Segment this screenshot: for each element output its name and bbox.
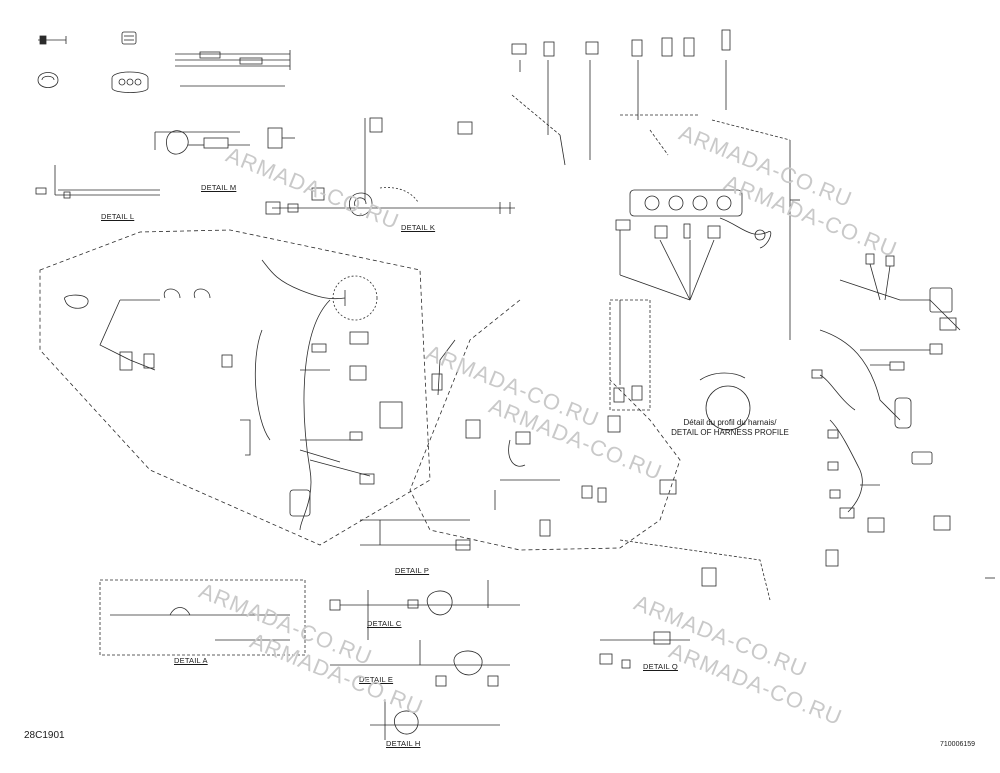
legend-harness-strip (175, 50, 291, 87)
detail-label-e: DETAIL E (359, 675, 394, 684)
detail-e-drawing (330, 640, 510, 687)
fuse-block-drawing (615, 140, 800, 340)
detail-label-p: DETAIL P (395, 566, 430, 575)
detail-label-q: DETAIL Q (643, 662, 678, 671)
detail-h-drawing (370, 700, 500, 740)
harness-profile-line1: Détail du profil du harnais/ (683, 418, 777, 427)
detail-q-drawing (599, 539, 771, 669)
detail-label-h: DETAIL H (386, 739, 421, 748)
detail-p-drawing (360, 519, 471, 551)
detail-m-drawing (154, 127, 295, 155)
legend-connector-symbol (121, 31, 137, 45)
drawing-code-right: 710006159 (940, 741, 976, 748)
detail-a-drawing (99, 579, 306, 656)
detail-label-c: DETAIL C (367, 619, 402, 628)
legend-plug-symbol (111, 71, 149, 93)
top-connectors-group (511, 29, 791, 166)
detail-c-drawing (329, 580, 520, 640)
harness-profile-line2: DETAIL OF HARNESS PROFILE (671, 428, 789, 437)
detail-label-l: DETAIL L (101, 212, 135, 221)
main-harness-dashed-zone (39, 229, 431, 546)
legend-cable-tie-symbol (38, 35, 67, 45)
detail-l-drawing (35, 165, 160, 199)
detail-label-a: DETAIL A (174, 656, 208, 665)
detail-label-k: DETAIL K (401, 223, 436, 232)
detail-k-drawing (265, 117, 515, 217)
drawing-code-left: 28C1901 (24, 730, 65, 741)
right-harness-drawing (811, 253, 961, 567)
detail-label-m: DETAIL M (201, 183, 237, 192)
legend-terminal-symbol (37, 72, 59, 88)
harness-profile-caption: Détail du profil du harnais/ DETAIL OF H… (660, 418, 800, 438)
central-harness-dashed-zone (409, 299, 751, 551)
